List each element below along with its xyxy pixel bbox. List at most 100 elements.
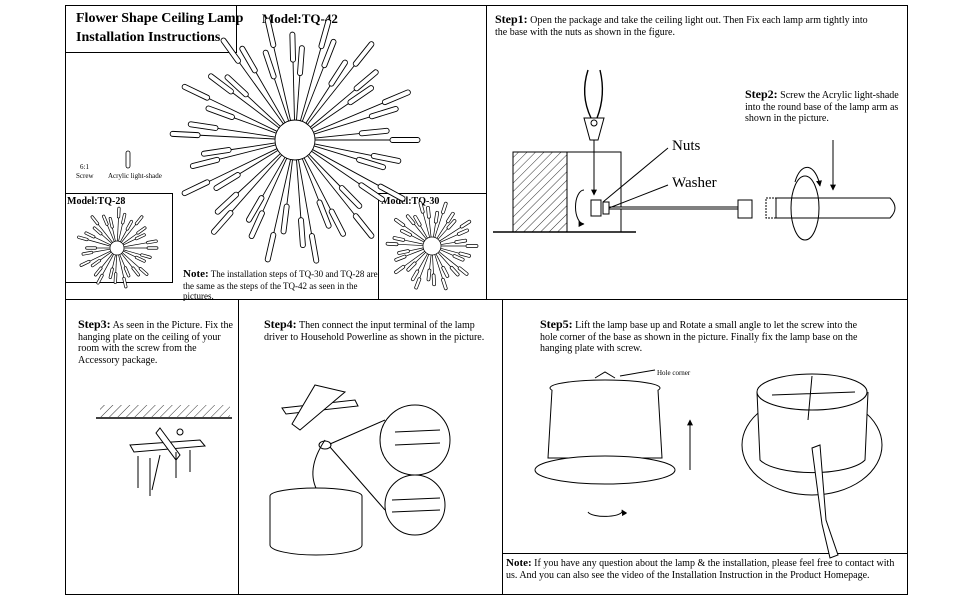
step1-body: Open the package and take the ceiling li…	[495, 15, 868, 38]
lamp-shade	[81, 250, 94, 256]
lamp-arm	[440, 241, 455, 245]
lamp-arm	[437, 252, 451, 267]
lamp-shade	[397, 249, 410, 255]
lamp-arm	[255, 72, 286, 123]
lamp-shade	[356, 156, 386, 171]
lamp-shade	[394, 254, 407, 262]
lamp-arm	[121, 253, 133, 268]
lamp-arm	[112, 254, 116, 268]
lamp-arm	[437, 228, 448, 240]
lamp-shade	[245, 195, 265, 223]
lamp-arm	[311, 150, 360, 185]
note2-head: Note:	[506, 557, 532, 569]
lamp-arm	[209, 148, 278, 182]
lamp-shade	[394, 217, 406, 227]
lamp-arm	[307, 65, 355, 125]
lamp-shade	[413, 215, 422, 227]
lamp-arm	[117, 218, 119, 242]
lamp-shade	[169, 130, 201, 139]
lamp-shade	[140, 253, 152, 259]
lamp-arm	[239, 150, 279, 175]
lamp-arm	[296, 75, 301, 121]
lamp-shade	[454, 238, 468, 244]
lamp-shade	[352, 213, 375, 239]
lamp-shade	[446, 219, 457, 230]
lamp-shade	[392, 236, 406, 242]
lamp-arm	[112, 228, 116, 242]
lamp-arm	[298, 159, 312, 234]
lamp-shade	[220, 37, 242, 64]
lamp-arm	[308, 154, 341, 187]
step2-body: Screw the Acrylic light-shade into the r…	[745, 90, 899, 125]
lamp-arm	[274, 78, 290, 122]
step3-illustration	[96, 405, 232, 496]
lamp-arm	[118, 254, 125, 278]
lamp-shade	[318, 19, 332, 50]
lamp-arm	[118, 223, 123, 242]
lamp-shade	[353, 69, 379, 92]
lamp-arm	[119, 254, 126, 267]
lamp-arm	[435, 253, 443, 267]
lamp-arm	[101, 253, 113, 268]
lamp-arm	[404, 251, 425, 267]
lamp-arm	[247, 95, 281, 127]
accessory-shade: Acrylic light-shade	[108, 172, 162, 180]
lamp-arm	[237, 153, 281, 194]
step1-text: Step1: Open the package and take the cei…	[495, 12, 875, 38]
step5-text: Step5: Lift the lamp base up and Rotate …	[540, 317, 865, 355]
lamp-arm	[115, 254, 117, 273]
lamp-shade	[280, 203, 290, 235]
lamp-arm	[420, 225, 428, 239]
lamp-shade	[181, 83, 211, 101]
lamp-shade	[214, 191, 240, 215]
lamp-arm	[299, 48, 322, 121]
lamp-arm	[301, 158, 320, 201]
lamp-shade	[405, 214, 416, 226]
title-line1: Flower Shape Ceiling Lamp	[76, 11, 244, 26]
lamp-shade	[208, 73, 234, 95]
lamp-arm	[234, 117, 277, 134]
lamp-shade	[426, 268, 432, 282]
note1: Note: The installation steps of TQ-30 an…	[183, 268, 378, 301]
step1-head: Step1:	[495, 12, 528, 26]
lamp-arm	[307, 155, 355, 215]
lamp-shade	[458, 251, 471, 258]
lamp-shade	[441, 266, 450, 278]
model-30: Model:TQ-30	[381, 196, 440, 207]
lamp-arm	[414, 224, 427, 240]
lamp-arm	[98, 224, 113, 243]
lamp-arm	[314, 143, 372, 156]
lamp-shade	[431, 273, 436, 287]
lamp-shade	[358, 127, 390, 137]
lamp-shade	[389, 137, 421, 143]
tq28-box	[65, 193, 173, 283]
lamp-shade	[410, 269, 420, 282]
lamp-shade	[77, 235, 89, 242]
lamp-arm	[273, 47, 291, 121]
lamp-shade	[400, 228, 412, 237]
title-line2: Installation Instructions	[76, 30, 221, 45]
title-box	[65, 5, 237, 53]
lamp-arm	[262, 157, 286, 197]
lamp-arm	[121, 224, 136, 243]
lamp-arm	[434, 213, 443, 238]
lamp-shade	[134, 215, 144, 226]
lamp-shade	[264, 17, 277, 48]
lamp-arm	[123, 250, 136, 258]
lamp-shade	[406, 261, 417, 272]
lamp-shade	[146, 239, 158, 245]
step5-illustration	[534, 369, 883, 559]
lamp-shade	[122, 276, 128, 289]
label-nuts: Nuts	[672, 138, 701, 154]
lamp-arm	[409, 247, 424, 252]
lamp-arm	[310, 89, 355, 128]
lamp-shade	[113, 272, 118, 284]
lamp-shade	[181, 179, 211, 197]
lamp-arm	[262, 158, 288, 212]
lamp-arm	[88, 239, 111, 247]
lamp-arm	[405, 248, 424, 257]
lamp-shade	[146, 246, 159, 250]
label-washer: Washer	[672, 175, 717, 191]
note2-body: If you have any question about the lamp …	[506, 558, 895, 581]
lamp-shade	[459, 219, 472, 229]
